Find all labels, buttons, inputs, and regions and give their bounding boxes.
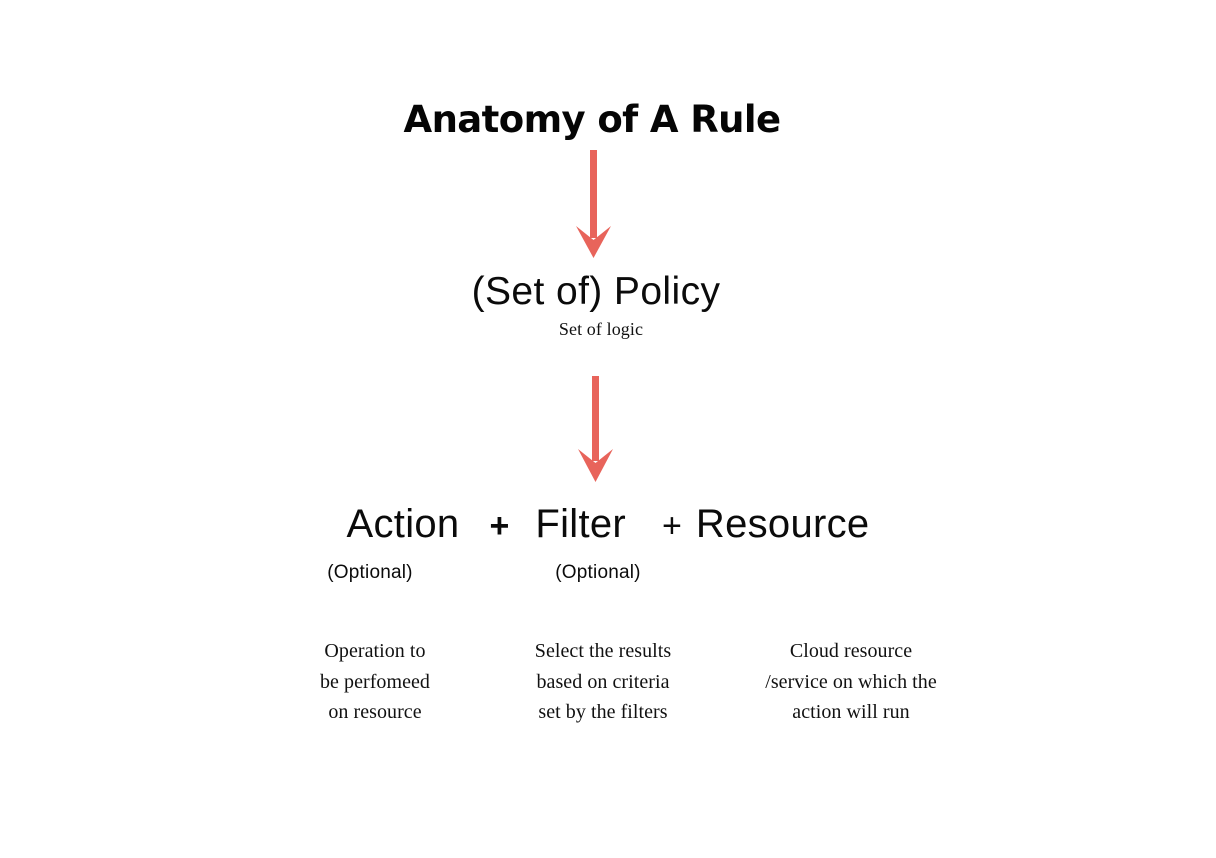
page-title-text: Anatomy of A Rule <box>403 98 782 141</box>
description-filter-line-2: based on criteria <box>536 670 670 693</box>
description-resource: Cloud resource /service on which the act… <box>722 636 980 728</box>
description-filter-line-1: Select the results <box>534 640 672 662</box>
optional-badge-filter: (Optional) <box>555 562 641 583</box>
optional-markers-row: (Optional) (Optional) <box>0 562 1216 588</box>
component-label-action: Action <box>346 502 460 546</box>
description-filter: Select the results based on criteria set… <box>493 636 713 728</box>
descriptions-row: Operation to be perfomeed on resource Se… <box>0 636 1216 736</box>
description-resource-line-3: action will run <box>792 701 910 723</box>
description-action-line-3: on resource <box>328 701 422 723</box>
arrow-title-to-policy-icon <box>576 150 611 258</box>
plus-operator-1: + <box>489 507 510 545</box>
description-filter-line-3: set by the filters <box>538 701 668 723</box>
description-action-line-1: Operation to <box>324 640 426 662</box>
plus-operator-2: + <box>662 507 682 545</box>
policy-label: (Set of) Policy <box>471 270 721 313</box>
optional-badge-action: (Optional) <box>327 562 413 583</box>
policy-subtitle: Set of logic <box>558 318 644 339</box>
description-resource-line-1: Cloud resource <box>789 640 913 662</box>
description-resource-line-2: /service on which the <box>765 670 937 693</box>
components-row: Action + Filter + Resource <box>0 504 1216 544</box>
description-action: Operation to be perfomeed on resource <box>275 636 475 728</box>
arrow-policy-to-components-icon <box>578 376 613 482</box>
component-label-filter: Filter <box>535 502 627 546</box>
page-title: Anatomy of A Rule <box>0 101 1216 138</box>
component-label-resource: Resource <box>695 502 870 546</box>
policy-block: (Set of) Policy Set of logic <box>0 270 1216 340</box>
description-action-line-2: be perfomeed <box>320 670 430 693</box>
